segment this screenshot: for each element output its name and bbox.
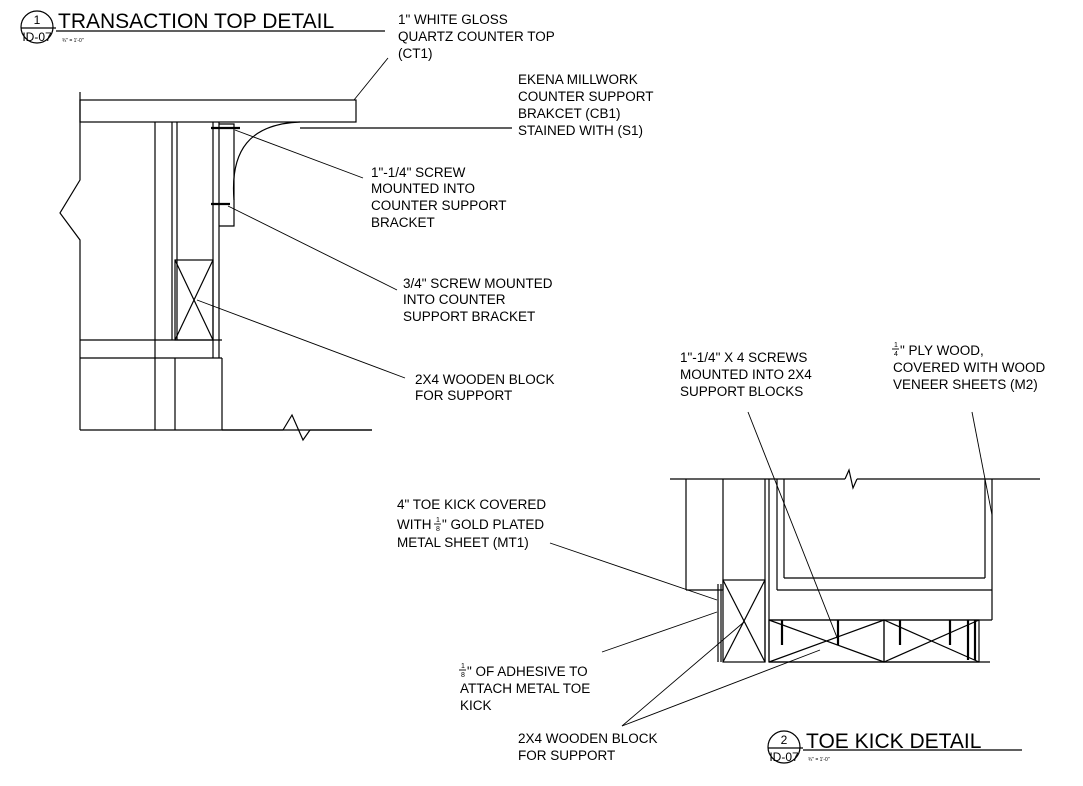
countertop-note: 1" WHITE GLOSS QUARTZ COUNTER TOP (CT1): [398, 12, 558, 61]
svg-text:" GOLD PLATED: " GOLD PLATED: [442, 517, 544, 532]
svg-text:1: 1: [894, 342, 898, 349]
detail-1-sheet: ID-07: [22, 30, 52, 44]
detail-2-number: 2: [781, 733, 788, 747]
screws-detail-2: [780, 620, 977, 660]
detail-1: 1 ID-07 ¾" = 1'-0" TRANSACTION TOP DETAI…: [20, 10, 657, 442]
svg-text:8: 8: [461, 672, 465, 679]
screw-note-1: 1"-1/4" SCREW MOUNTED INTO COUNTER SUPPO…: [371, 165, 510, 230]
detail-1-scale: ¾" = 1'-0": [62, 38, 84, 44]
svg-text:4: 4: [894, 351, 898, 358]
adhesive-note: 1 8 " OF ADHESIVE TO ATTACH METAL TOE KI…: [459, 663, 594, 713]
screws-detail-1: [211, 126, 240, 206]
cabinet-panel: [171, 122, 220, 358]
leaders-detail-2: [549, 411, 993, 727]
detail-1-bubble: [20, 10, 54, 44]
svg-text:4" TOE KICK COVERED WI: 4" TOE KICK COVERED WITH: [397, 497, 550, 532]
detail-2: 2 ID-07 ¾" = 1'-0" TOE KICK DETAIL: [397, 342, 1049, 764]
wooden-block-detail-1: [174, 259, 214, 341]
svg-text:" PLY WOOD, COVERED WI: " PLY WOOD, COVERED WITH WOOD VENEER SHE…: [893, 343, 1049, 392]
plywood-note: 1 4 " PLY WOOD, COVERED WITH WOOD VENEER…: [892, 342, 1049, 392]
svg-text:1: 1: [436, 517, 440, 524]
detail-2-bubble: [767, 730, 801, 764]
leaders-detail-1: [196, 57, 406, 379]
toe-kick-note: 4" TOE KICK COVERED WITH 1 8 " GOLD PLAT…: [397, 497, 550, 550]
toe-kick-blocks: [722, 579, 990, 663]
detail-1-title-block: 1 ID-07 ¾" = 1'-0" TRANSACTION TOP DETAI…: [20, 10, 385, 44]
counter-support-bracket: [219, 121, 512, 227]
detail-2-scale: ¾" = 1'-0": [808, 757, 830, 763]
svg-text:METAL SHEET (MT1): METAL SHEET (MT1): [397, 535, 529, 550]
svg-text:" OF ADHESIVE TO ATTAC: " OF ADHESIVE TO ATTACH METAL TOE KICK: [460, 664, 594, 713]
svg-text:8: 8: [436, 526, 440, 533]
block-note-1: 2X4 WOODEN BLOCK FOR SUPPORT: [415, 372, 558, 403]
detail-2-sheet: ID-07: [769, 750, 799, 764]
block-note-2: 2X4 WOODEN BLOCK FOR SUPPORT: [518, 731, 661, 763]
detail-1-number: 1: [34, 13, 41, 27]
screws-note-2: 1"-1/4" X 4 SCREWS MOUNTED INTO 2X4 SUPP…: [680, 350, 816, 399]
svg-text:1: 1: [461, 663, 465, 670]
detail-2-title-block: 2 ID-07 ¾" = 1'-0" TOE KICK DETAIL: [767, 730, 1022, 764]
quartz-countertop: [79, 99, 357, 123]
metal-toe-kick-sheet: [717, 584, 722, 662]
cabinet-top: [670, 468, 1040, 490]
detail-1-title: TRANSACTION TOP DETAIL: [58, 10, 334, 33]
screw-note-2: 3/4" SCREW MOUNTED INTO COUNTER SUPPORT …: [403, 276, 556, 324]
wall-section: [59, 92, 372, 442]
detail-2-title: TOE KICK DETAIL: [806, 730, 981, 753]
bracket-note: EKENA MILLWORK COUNTER SUPPORT BRAKCET (…: [518, 72, 657, 138]
